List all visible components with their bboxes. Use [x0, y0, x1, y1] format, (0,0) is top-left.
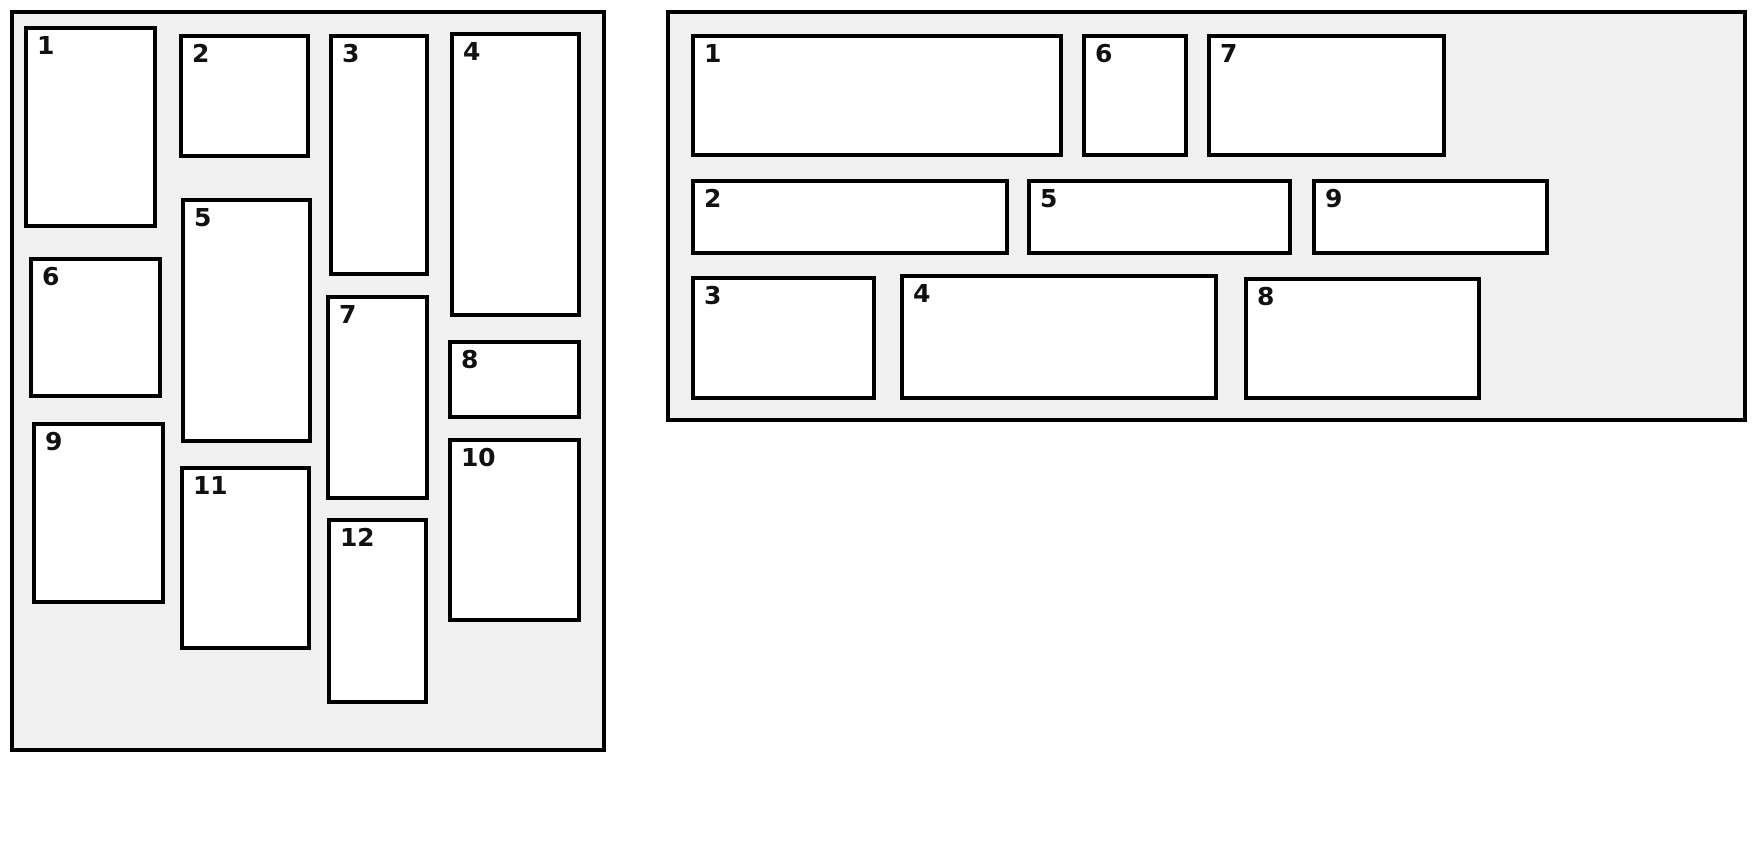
box-5[interactable]: 5 [1027, 179, 1292, 255]
box-10[interactable]: 10 [448, 438, 581, 622]
box-label-5: 5 [194, 203, 212, 232]
box-4[interactable]: 4 [450, 32, 581, 317]
box-9[interactable]: 9 [1312, 179, 1549, 255]
box-5[interactable]: 5 [181, 198, 312, 443]
box-label-3: 3 [704, 281, 722, 310]
box-6[interactable]: 6 [1082, 34, 1188, 157]
box-8[interactable]: 8 [448, 340, 581, 419]
box-1[interactable]: 1 [24, 26, 157, 228]
box-label-6: 6 [1095, 39, 1113, 68]
box-12[interactable]: 12 [327, 518, 428, 704]
box-label-11: 11 [193, 471, 228, 500]
box-label-7: 7 [339, 300, 357, 329]
box-label-7: 7 [1220, 39, 1238, 68]
box-label-2: 2 [192, 39, 210, 68]
box-2[interactable]: 2 [691, 179, 1009, 255]
box-label-3: 3 [342, 39, 360, 68]
box-label-1: 1 [704, 39, 722, 68]
box-9[interactable]: 9 [32, 422, 165, 604]
box-4[interactable]: 4 [900, 274, 1218, 400]
box-label-6: 6 [42, 262, 60, 291]
box-label-12: 12 [340, 523, 375, 552]
box-3[interactable]: 3 [691, 276, 876, 400]
box-label-8: 8 [1257, 282, 1275, 311]
box-label-10: 10 [461, 443, 496, 472]
box-8[interactable]: 8 [1244, 277, 1481, 400]
box-label-8: 8 [461, 345, 479, 374]
box-3[interactable]: 3 [329, 34, 429, 276]
box-11[interactable]: 11 [180, 466, 311, 650]
box-7[interactable]: 7 [1207, 34, 1446, 157]
box-2[interactable]: 2 [179, 34, 310, 158]
box-label-5: 5 [1040, 184, 1058, 213]
box-6[interactable]: 6 [29, 257, 162, 398]
box-label-2: 2 [704, 184, 722, 213]
right-panel: 1 6 7 2 5 9 3 4 8 [666, 10, 1747, 422]
box-label-4: 4 [463, 37, 481, 66]
box-label-9: 9 [45, 427, 63, 456]
box-7[interactable]: 7 [326, 295, 429, 500]
box-label-4: 4 [913, 279, 931, 308]
box-label-1: 1 [37, 31, 55, 60]
box-label-9: 9 [1325, 184, 1343, 213]
box-1[interactable]: 1 [691, 34, 1063, 157]
